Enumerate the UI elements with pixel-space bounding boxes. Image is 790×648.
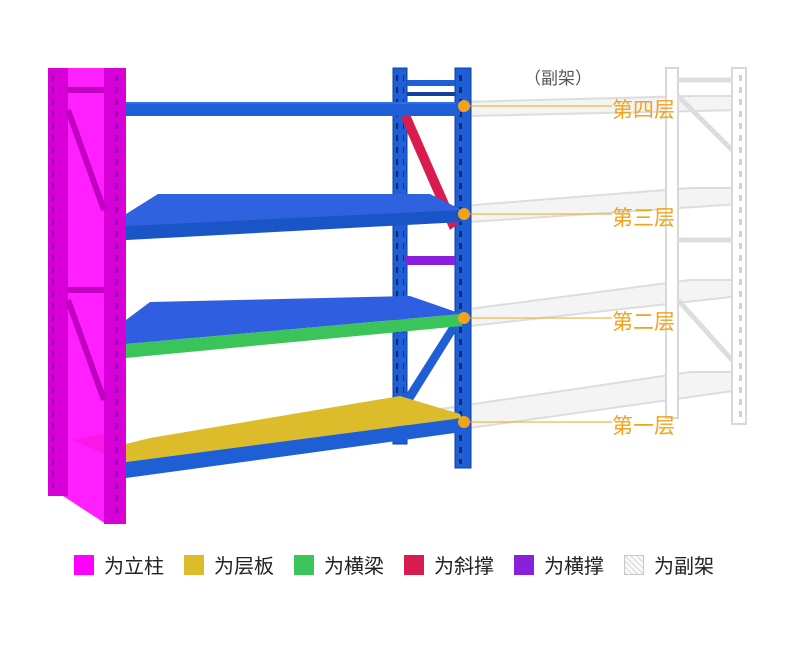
legend-item-horizontal-brace: 为横撑 bbox=[514, 550, 604, 579]
callout-dot-2 bbox=[458, 312, 470, 324]
legend-swatch-auxiliary bbox=[624, 554, 644, 575]
level-label-4: 第四层 bbox=[612, 98, 675, 122]
upright-magenta bbox=[48, 68, 126, 524]
level-label-1: 第一层 bbox=[612, 414, 675, 438]
legend-label: 为斜撑 bbox=[434, 554, 494, 578]
legend-item-auxiliary: 为副架 bbox=[624, 550, 714, 579]
legend-swatch-deck bbox=[184, 554, 204, 575]
legend-label: 为横撑 bbox=[544, 554, 604, 578]
legend-label: 为副架 bbox=[654, 554, 714, 578]
auxiliary-caption: （副架） bbox=[524, 69, 592, 89]
diagonal-brace bbox=[401, 112, 458, 230]
legend-label: 为层板 bbox=[214, 554, 274, 578]
callout-dot-4 bbox=[458, 100, 470, 112]
legend-swatch-horizontal-brace bbox=[514, 554, 534, 575]
legend-label: 为横梁 bbox=[324, 554, 384, 578]
legend-swatch-beam bbox=[294, 554, 314, 575]
legend-label: 为立柱 bbox=[104, 554, 164, 578]
legend-swatch-upright bbox=[74, 554, 94, 575]
callout-dot-1 bbox=[458, 416, 470, 428]
level-label-3: 第三层 bbox=[612, 206, 675, 230]
main-rack bbox=[48, 67, 472, 524]
horizontal-brace bbox=[405, 256, 455, 265]
beam-green bbox=[126, 314, 462, 358]
auxiliary-frame bbox=[419, 67, 747, 430]
legend-item-diagonal-brace: 为斜撑 bbox=[404, 550, 494, 579]
legend-swatch-diagonal-brace bbox=[404, 554, 424, 575]
level-label-2: 第二层 bbox=[612, 310, 675, 334]
legend: 为立柱 为层板 为横梁 为斜撑 为横撑 为副架 bbox=[74, 550, 734, 579]
legend-item-beam: 为横梁 bbox=[294, 550, 384, 579]
callout-dot-3 bbox=[458, 208, 470, 220]
callouts bbox=[458, 100, 612, 428]
deck-yellow bbox=[72, 396, 462, 462]
legend-item-upright: 为立柱 bbox=[74, 550, 164, 579]
legend-item-deck: 为层板 bbox=[184, 550, 274, 579]
